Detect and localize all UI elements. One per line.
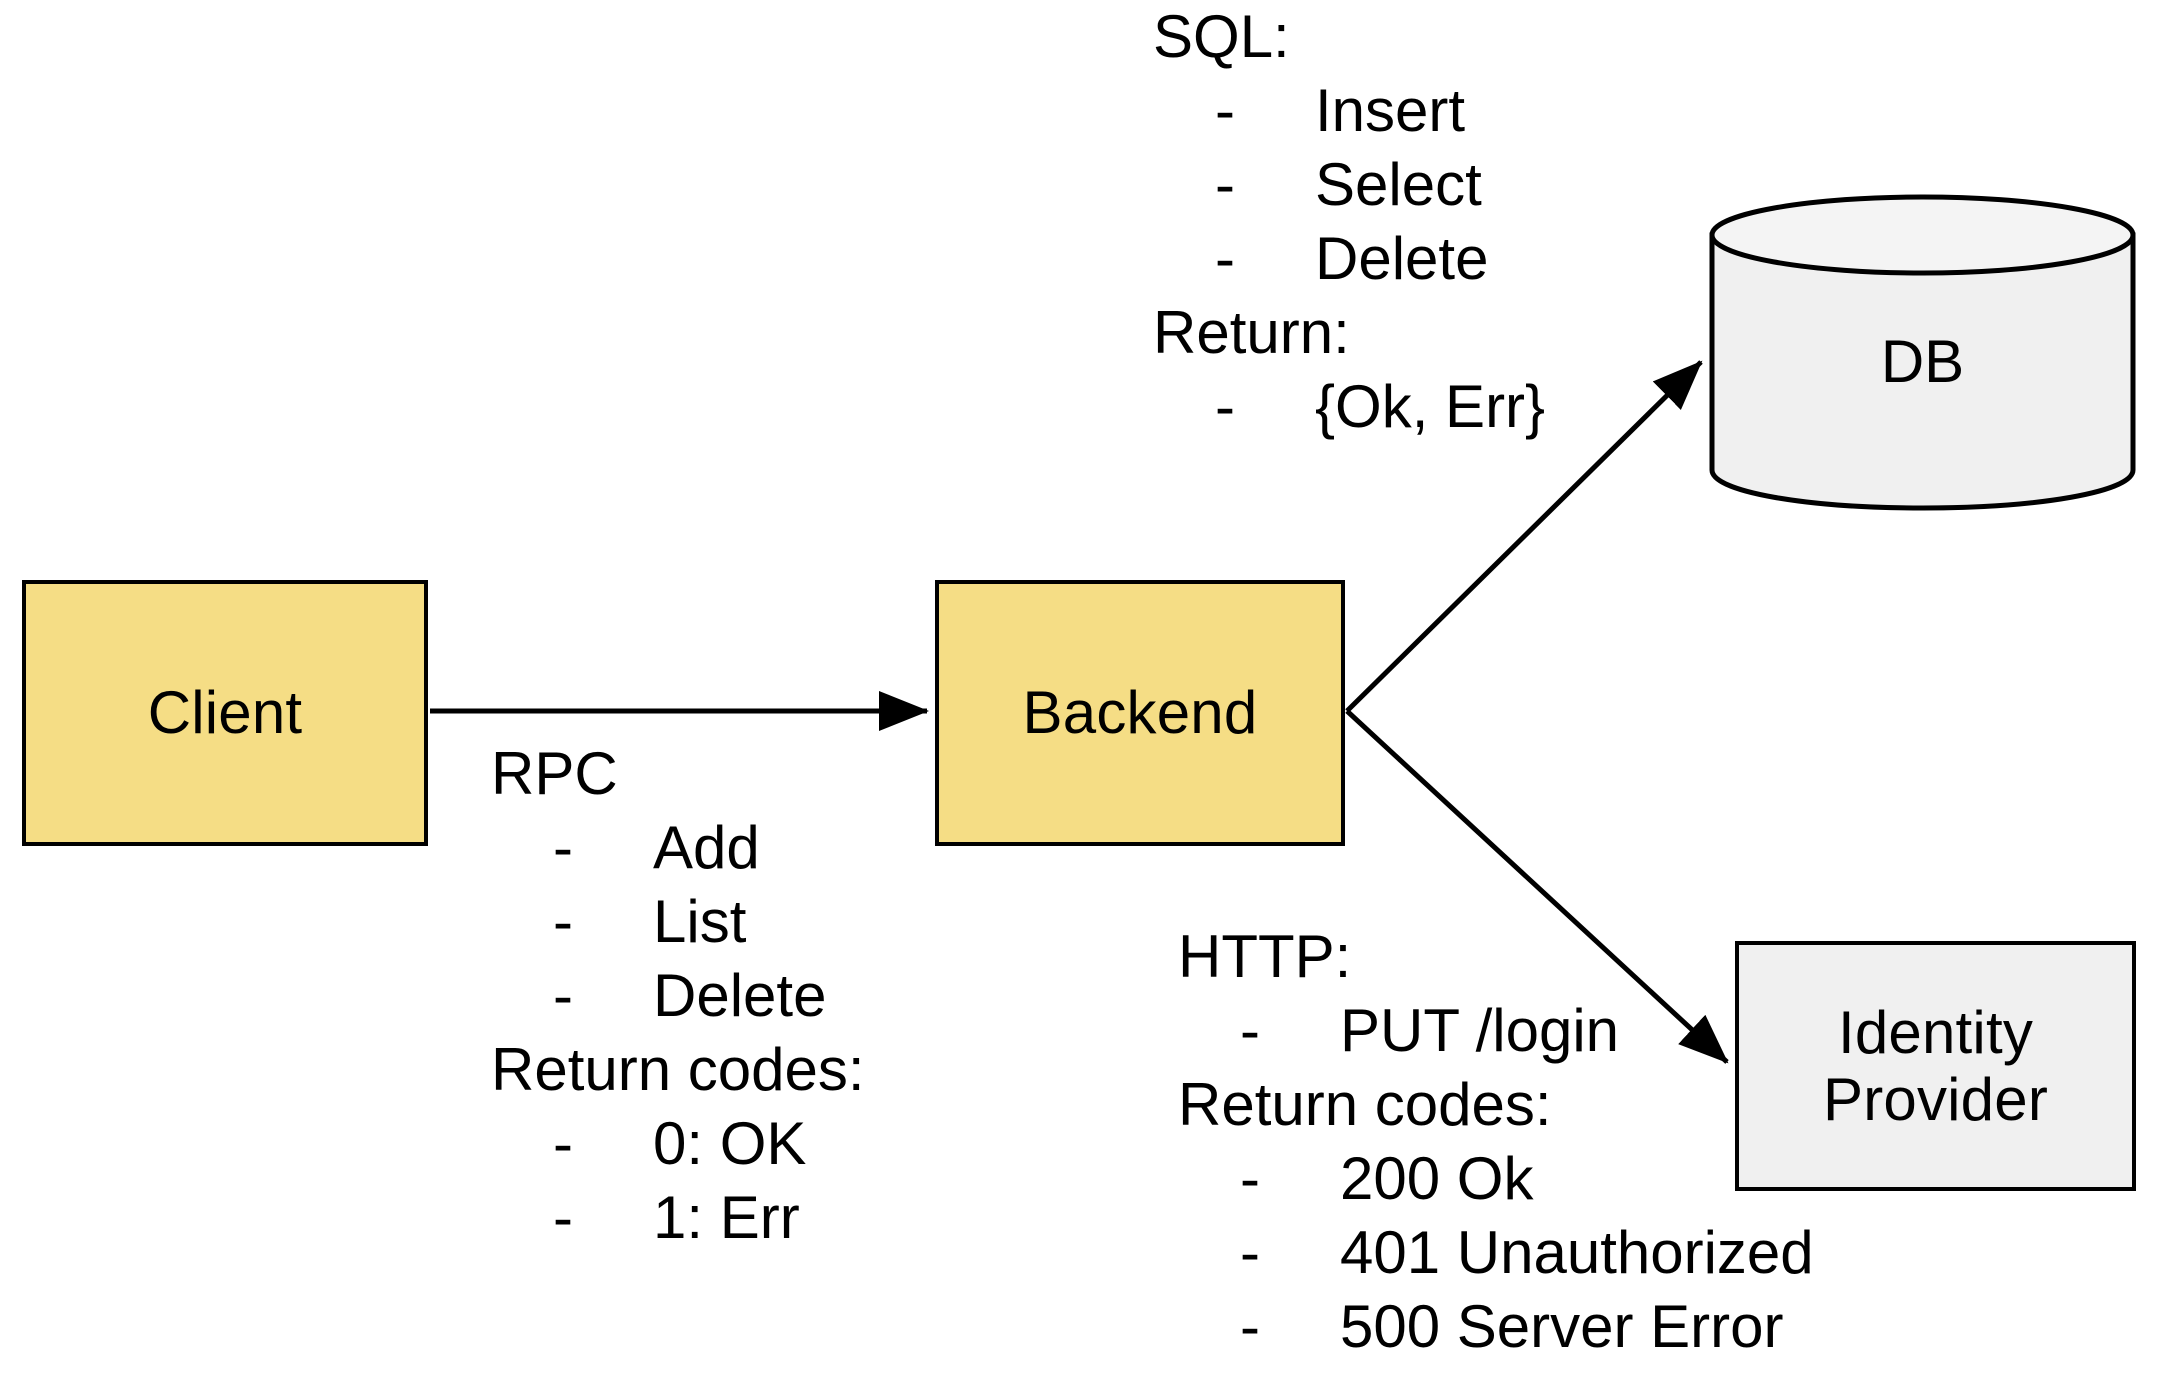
sql-item: - Delete	[1153, 222, 1545, 296]
node-identity-provider-label: Identity Provider	[1823, 999, 2048, 1133]
sql-item: - Select	[1153, 148, 1545, 222]
annotation-rpc: RPC - Add - List - Delete Return codes: - 0:…	[491, 737, 865, 1255]
rpc-heading: RPC	[491, 740, 618, 807]
http-return-item: - 500 Server Error	[1178, 1290, 1814, 1364]
annotation-http: HTTP: -PUT /login Return codes: -200 Ok …	[1178, 920, 1814, 1364]
bullet-dash: -	[1240, 1145, 1260, 1212]
rpc-item-label: Add	[653, 814, 760, 881]
node-identity-provider[interactable]: Identity Provider	[1735, 941, 2136, 1191]
sql-heading: SQL:	[1153, 3, 1290, 70]
bullet-dash: -	[553, 962, 573, 1029]
bullet-dash: -	[1240, 1219, 1260, 1286]
sql-return-label: {Ok, Err}	[1315, 373, 1546, 440]
http-return-item: - 401 Unauthorized	[1178, 1216, 1814, 1290]
rpc-item-label: List	[653, 888, 747, 955]
rpc-return-label: 0: OK	[653, 1110, 807, 1177]
bullet-dash: -	[553, 1110, 573, 1177]
rpc-return-label: 1: Err	[653, 1184, 800, 1251]
rpc-item: - List	[491, 885, 865, 959]
bullet-dash: -	[1215, 77, 1235, 144]
http-returns-heading: Return codes:	[1178, 1071, 1552, 1138]
bullet-dash: -	[1240, 1293, 1260, 1360]
rpc-return-item: - 1: Err	[491, 1181, 865, 1255]
node-backend-label: Backend	[1022, 679, 1258, 747]
rpc-returns-heading: Return codes:	[491, 1036, 865, 1103]
node-backend[interactable]: Backend	[935, 580, 1345, 846]
node-client-label: Client	[147, 679, 303, 747]
annotation-sql: SQL: - Insert - Select - Delete Return: - {O…	[1153, 0, 1545, 444]
bullet-dash: -	[1215, 373, 1235, 440]
bullet-dash: -	[1215, 225, 1235, 292]
bullet-dash: -	[1215, 151, 1235, 218]
http-return-label: 200 Ok	[1340, 1145, 1534, 1212]
http-heading: HTTP:	[1178, 923, 1352, 990]
http-item-label: PUT /login	[1340, 997, 1620, 1064]
idp-label-line-1: Identity	[1837, 998, 2034, 1066]
idp-label-line-2: Provider	[1822, 1066, 2049, 1133]
sql-item-label: Select	[1315, 151, 1482, 218]
bullet-dash: -	[553, 888, 573, 955]
bullet-dash: -	[553, 1184, 573, 1251]
rpc-item-label: Delete	[653, 962, 827, 1029]
bullet-dash: -	[553, 814, 573, 881]
sql-returns-heading: Return:	[1153, 299, 1350, 366]
sql-item-label: Delete	[1315, 225, 1489, 292]
database-cylinder-icon	[1709, 194, 2136, 511]
rpc-item: - Delete	[491, 959, 865, 1033]
http-return-label: 401 Unauthorized	[1340, 1219, 1814, 1286]
http-return-label: 500 Server Error	[1340, 1293, 1784, 1360]
http-item: - PUT /login	[1178, 994, 1814, 1068]
node-db[interactable]: DB	[1709, 193, 2136, 512]
node-client[interactable]: Client	[22, 580, 428, 846]
rpc-return-item: - 0: OK	[491, 1107, 865, 1181]
node-db-label: DB	[1880, 328, 1965, 395]
sql-item-label: Insert	[1315, 77, 1466, 144]
sql-item: - Insert	[1153, 74, 1545, 148]
http-return-item: - 200 Ok	[1178, 1142, 1814, 1216]
rpc-item: - Add	[491, 811, 865, 885]
sql-return-item: - {Ok, Err}	[1153, 370, 1545, 444]
bullet-dash: -	[1240, 997, 1260, 1064]
